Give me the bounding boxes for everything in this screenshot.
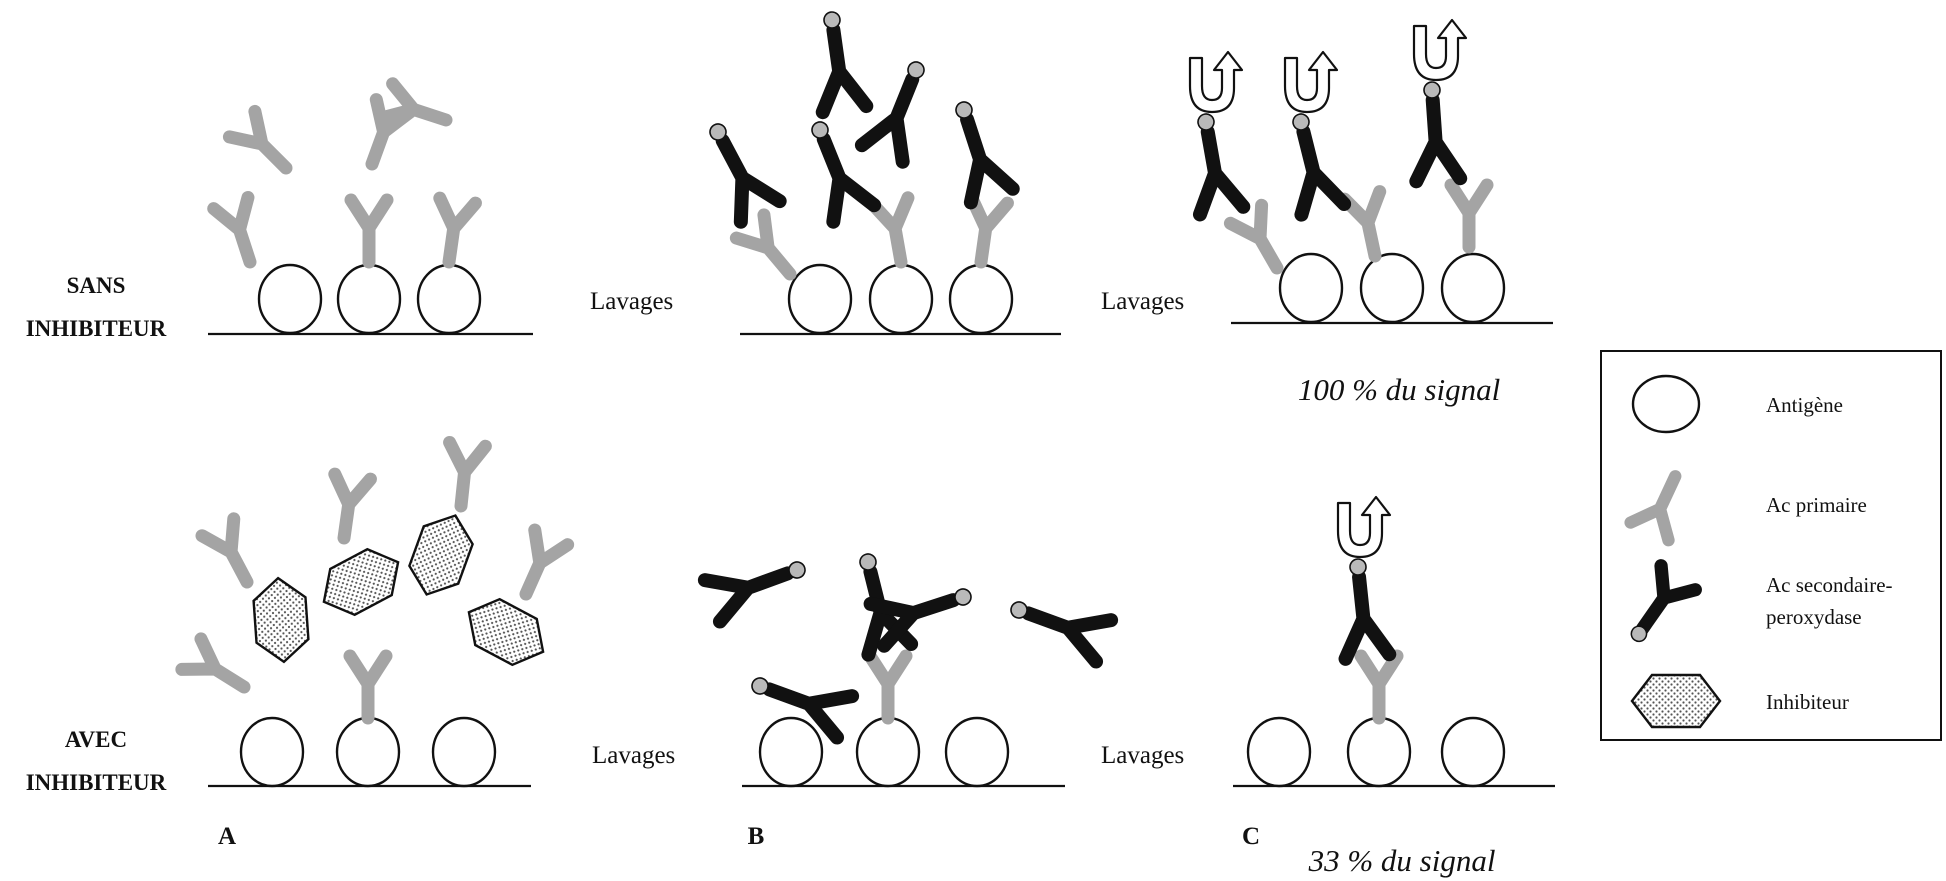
secondary-antibody bbox=[1292, 113, 1352, 222]
secondary-antibody bbox=[815, 11, 874, 120]
row-label-with-inhibitor-line2: INHIBITEUR bbox=[26, 770, 167, 795]
inhibitor-molecules bbox=[252, 514, 545, 667]
wash-step-label-bottom-b: Lavages bbox=[592, 742, 675, 769]
signal-caption-without-inhibitor: 100 % du signal bbox=[1298, 372, 1500, 407]
antigen-circle bbox=[944, 716, 1010, 788]
legend-antigen-symbol bbox=[1631, 374, 1701, 434]
primary-antibody bbox=[443, 435, 492, 513]
primary-antibodies bbox=[175, 77, 1494, 725]
antigen-circle bbox=[239, 716, 305, 788]
antigen-circle bbox=[1278, 252, 1344, 324]
panel-letter-c: C bbox=[1242, 823, 1260, 850]
secondary-antibody bbox=[1338, 558, 1397, 666]
antigen-circle bbox=[868, 263, 934, 335]
secondary-antibody bbox=[751, 677, 860, 745]
signal-arrow-icon bbox=[1283, 50, 1339, 114]
primary-antibody bbox=[519, 523, 575, 601]
primary-antibody bbox=[1444, 178, 1494, 254]
primary-antibody bbox=[207, 190, 257, 269]
primary-antibody bbox=[1223, 198, 1284, 275]
primary-antibody bbox=[1338, 185, 1387, 263]
antigen-circle bbox=[1346, 716, 1412, 788]
primary-antibody bbox=[195, 512, 254, 589]
antigen-circle bbox=[335, 716, 401, 788]
antigen-circle bbox=[1440, 716, 1506, 788]
antigen-circle bbox=[787, 263, 853, 335]
panel-letter-b: B bbox=[748, 823, 765, 850]
secondary-antibodies bbox=[697, 11, 1468, 745]
antigen-circle bbox=[1440, 252, 1506, 324]
legend-primary-antibody-symbol bbox=[1624, 470, 1682, 547]
primary-antibody bbox=[863, 649, 913, 725]
antigen-circle bbox=[257, 263, 323, 335]
secondary-antibody bbox=[1192, 113, 1251, 222]
wash-step-label-top-c: Lavages bbox=[1101, 288, 1184, 315]
secondary-antibody bbox=[709, 123, 787, 229]
secondary-antibody bbox=[697, 561, 806, 629]
inhibitor-hexagon bbox=[252, 576, 310, 664]
inhibitor-hexagon bbox=[467, 597, 545, 667]
antigen-circle bbox=[1359, 252, 1425, 324]
wash-step-label-bottom-c: Lavages bbox=[1101, 742, 1184, 769]
signal-arrow-icon bbox=[1336, 495, 1392, 559]
primary-antibody bbox=[433, 191, 482, 269]
primary-antibody bbox=[222, 104, 293, 175]
legend-label-primary-antibody: Ac primaire bbox=[1766, 493, 1867, 517]
primary-antibody bbox=[344, 193, 394, 269]
row-label-without-inhibitor-line2: INHIBITEUR bbox=[26, 316, 167, 341]
inhibitor-hexagon bbox=[408, 514, 474, 596]
primary-antibody bbox=[328, 467, 377, 545]
signal-arrow-icon bbox=[1188, 50, 1244, 114]
antigen-circle bbox=[758, 716, 824, 788]
antigen-circle bbox=[416, 263, 482, 335]
secondary-antibody bbox=[811, 121, 882, 229]
legend-secondary-antibody-symbol bbox=[1630, 559, 1702, 643]
legend-label-antigen: Antigène bbox=[1766, 393, 1843, 417]
antigen-circle bbox=[855, 716, 921, 788]
signal-arrow-icon bbox=[1412, 18, 1468, 82]
secondary-antibody bbox=[1409, 81, 1468, 189]
primary-antibody bbox=[175, 632, 251, 694]
secondary-antibody bbox=[863, 588, 972, 653]
row-label-with-inhibitor-line1: AVEC bbox=[65, 727, 127, 752]
wash-step-label-top-b: Lavages bbox=[590, 288, 673, 315]
legend: Antigène Ac primaire Ac secondaire- pero… bbox=[1600, 350, 1942, 741]
antigen-circle bbox=[336, 263, 402, 335]
legend-label-secondary-antibody-line1: Ac secondaire- bbox=[1766, 573, 1893, 597]
secondary-antibody bbox=[1010, 601, 1119, 669]
antigen-circle bbox=[1246, 716, 1312, 788]
inhibitor-hexagon bbox=[322, 547, 400, 617]
antigen-circle bbox=[948, 263, 1014, 335]
antigen-circle bbox=[431, 716, 497, 788]
panel-letter-a: A bbox=[218, 823, 236, 850]
secondary-antibody bbox=[854, 61, 925, 169]
primary-antibody bbox=[1354, 649, 1404, 725]
primary-antibody bbox=[343, 649, 393, 725]
primary-antibody bbox=[729, 208, 797, 281]
legend-label-secondary-antibody-line2: peroxydase bbox=[1766, 605, 1862, 629]
primary-antibody bbox=[374, 77, 453, 127]
antigen-circles bbox=[239, 252, 1506, 788]
signal-arrows bbox=[1188, 18, 1468, 559]
secondary-antibody bbox=[955, 101, 1020, 210]
legend-label-inhibitor: Inhibiteur bbox=[1766, 690, 1849, 714]
signal-caption-with-inhibitor: 33 % du signal bbox=[1308, 843, 1496, 878]
legend-inhibitor-symbol bbox=[1630, 673, 1722, 729]
row-label-without-inhibitor-line1: SANS bbox=[67, 273, 126, 298]
